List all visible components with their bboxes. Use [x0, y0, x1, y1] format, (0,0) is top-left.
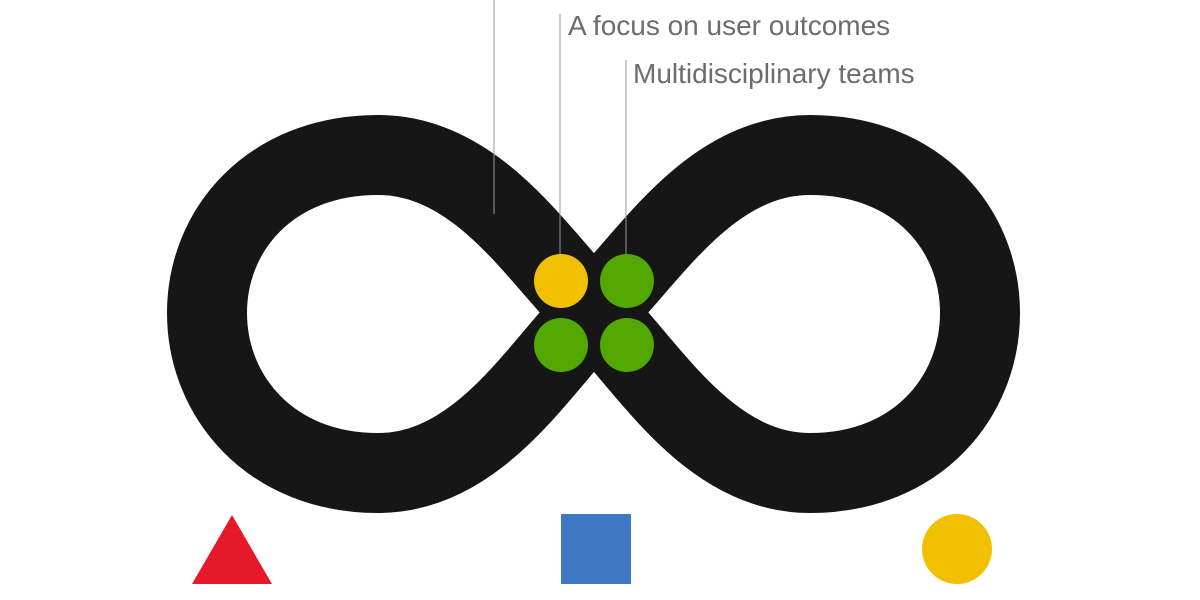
blue-square-icon — [561, 514, 631, 584]
yellow-circle-icon — [922, 514, 992, 584]
red-triangle-icon — [192, 515, 272, 584]
dot-green-bottom-left — [534, 318, 588, 372]
dot-yellow-top-left — [534, 254, 588, 308]
callout-label-focus-on-user-outcomes: A focus on user outcomes — [568, 10, 890, 41]
callout-label-multidisciplinary-teams: Multidisciplinary teams — [633, 58, 915, 89]
dot-green-bottom-right — [600, 318, 654, 372]
dot-green-top-right — [600, 254, 654, 308]
infinity-loop — [167, 115, 1020, 513]
